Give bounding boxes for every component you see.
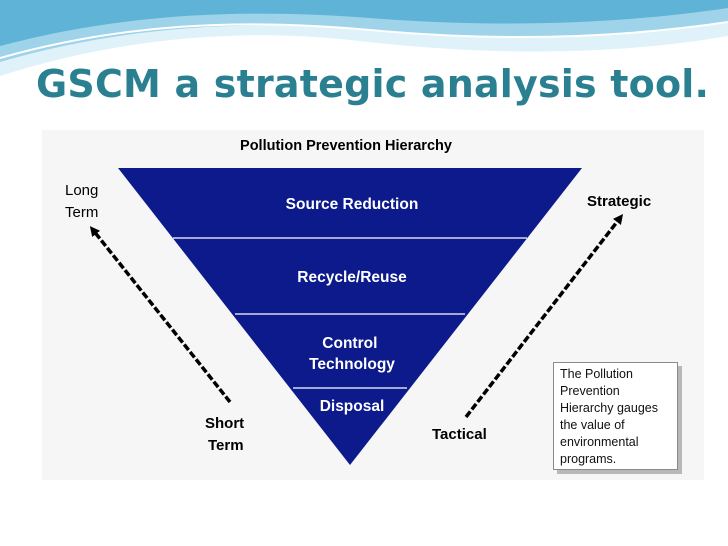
note-text: The Pollution Prevention Hierarchy gauge… xyxy=(560,367,658,466)
header-wave-decoration xyxy=(0,0,728,76)
wave-highlight xyxy=(0,21,728,59)
label-line: Long xyxy=(65,182,98,199)
left-arrow-bottom-label: Short Term xyxy=(205,415,248,454)
slide-title: GSCM a strategic analysis tool. xyxy=(36,62,710,106)
hierarchy-triangle xyxy=(118,168,582,465)
level-label-line: Recycle/Reuse xyxy=(297,269,407,286)
label-line: Strategic xyxy=(587,193,651,210)
left-arrow-top-label: Long Term xyxy=(65,182,103,221)
level-label-line: Source Reduction xyxy=(286,196,419,213)
right-arrow xyxy=(464,214,624,419)
diagram-title: Pollution Prevention Hierarchy xyxy=(240,138,452,154)
level-label-line: Control xyxy=(322,335,377,352)
level-disposal: Disposal xyxy=(320,398,385,415)
label-line: Term xyxy=(208,437,244,454)
level-source-reduction: Source Reduction xyxy=(286,196,419,213)
left-arrow xyxy=(89,226,232,404)
level-label-line: Disposal xyxy=(320,398,385,415)
wave-front xyxy=(0,0,728,46)
note-box: The Pollution Prevention Hierarchy gauge… xyxy=(553,362,678,470)
level-recycle-reuse: Recycle/Reuse xyxy=(297,269,407,286)
label-line: Term xyxy=(65,204,98,221)
right-arrow-bottom-label: Tactical xyxy=(432,426,487,443)
level-control-technology: Control Technology xyxy=(309,335,395,373)
label-line: Tactical xyxy=(432,426,487,443)
label-line: Short xyxy=(205,415,244,432)
level-label-line: Technology xyxy=(309,356,395,373)
right-arrow-top-label: Strategic xyxy=(587,193,651,210)
